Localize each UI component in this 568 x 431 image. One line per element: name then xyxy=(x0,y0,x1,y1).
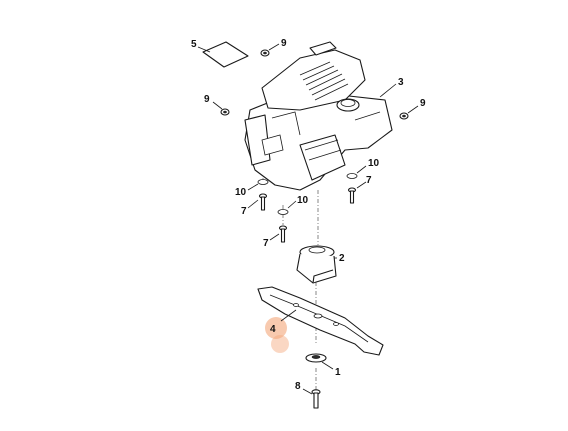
part-5-sheet[interactable] xyxy=(197,41,249,68)
callout-9-top: 9 xyxy=(281,38,287,49)
cooling-fins xyxy=(299,61,349,101)
callout-9-left: 9 xyxy=(204,94,210,105)
part-8-bolt[interactable] xyxy=(302,388,321,409)
callout-8: 8 xyxy=(295,381,301,392)
callout-2: 2 xyxy=(339,253,345,264)
callout-7-left: 7 xyxy=(241,206,247,217)
part-2-blade-adapter[interactable] xyxy=(296,245,337,284)
callout-9-right: 9 xyxy=(420,98,426,109)
part-10-washer-center[interactable] xyxy=(277,200,297,215)
callout-3: 3 xyxy=(398,77,404,88)
part-9-nut-right[interactable] xyxy=(399,105,419,120)
part-7-bolt-center[interactable] xyxy=(269,225,288,243)
part-10-washer-left[interactable] xyxy=(247,179,269,191)
part-10-washer-right[interactable] xyxy=(346,165,367,179)
callout-10-right: 10 xyxy=(368,158,380,169)
callout-10-left: 10 xyxy=(235,187,247,198)
part-1-washer[interactable] xyxy=(305,353,334,370)
callout-4: 4 xyxy=(270,324,276,335)
callout-5: 5 xyxy=(191,39,197,50)
engine-assembly[interactable] xyxy=(244,41,393,191)
part-9-nut-left[interactable] xyxy=(212,101,230,116)
part-4-blade[interactable] xyxy=(257,286,384,356)
callout-1: 1 xyxy=(335,367,341,378)
callout-10-center: 10 xyxy=(297,195,309,206)
part-9-nut-top[interactable] xyxy=(260,43,280,57)
callout-labels: 5 9 3 9 9 10 7 10 10 7 7 2 4 1 8 xyxy=(191,38,426,392)
part-7-bolt-right[interactable] xyxy=(347,181,367,204)
callout-7-center: 7 xyxy=(263,238,269,249)
part-7-bolt-left[interactable] xyxy=(247,193,268,211)
callout-7-right: 7 xyxy=(366,175,372,186)
leader-3 xyxy=(379,83,397,98)
highlight-marker xyxy=(265,317,289,353)
